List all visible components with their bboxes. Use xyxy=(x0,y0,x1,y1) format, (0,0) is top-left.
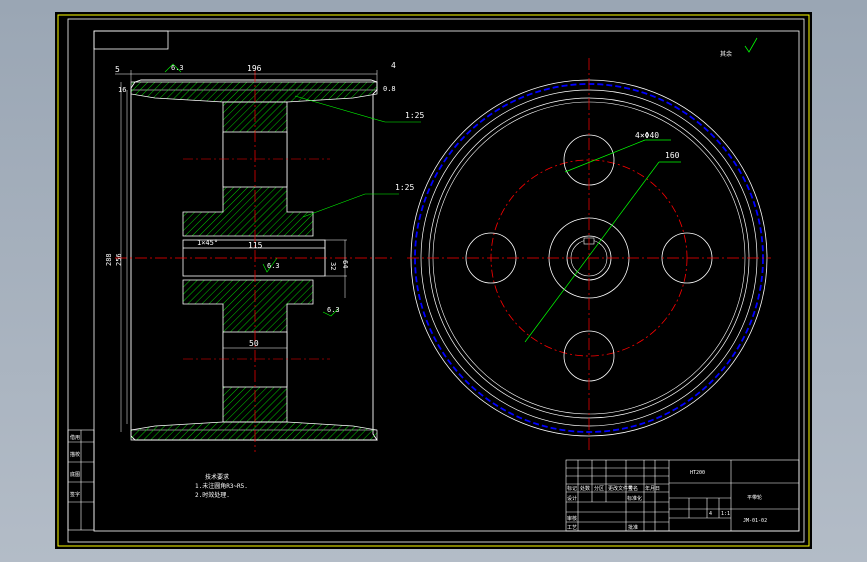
rough-left-label: 6.3 xyxy=(171,64,184,72)
tb-row-label-2: 审核 xyxy=(567,515,577,522)
dim-bore-large: 64 xyxy=(341,260,349,268)
tb-row-label-3: 工艺 xyxy=(567,525,577,531)
tb-left-label-4: 签名 xyxy=(628,485,638,492)
dim-width-total: 196 xyxy=(247,64,262,73)
dim-left-small: 16 xyxy=(118,86,126,94)
drawing-border xyxy=(67,18,805,543)
dim-shaft-len: 115 xyxy=(248,241,263,250)
front-view xyxy=(407,58,771,452)
outer-frame xyxy=(57,14,810,547)
tb-left-label-1: 处数 xyxy=(580,485,590,492)
dim-left-step: 5 xyxy=(115,65,120,74)
rough-right-label: 6.3 xyxy=(327,306,340,314)
title-block xyxy=(565,459,800,532)
taper-leaders xyxy=(164,63,421,317)
tb-drawing-no: JM-01-02 xyxy=(743,518,767,524)
section-view xyxy=(115,70,395,452)
tb-row-label-1: 标准化 xyxy=(627,495,642,502)
tb-row-label-4: 批准 xyxy=(628,524,638,531)
dim-holes: 4×Φ40 xyxy=(635,131,659,140)
side-label-3: 签字 xyxy=(70,491,80,498)
side-label-column xyxy=(67,429,95,531)
tb-left-label-2: 分区 xyxy=(594,485,604,492)
tech-req-item-2: 2.时效处理. xyxy=(195,491,230,499)
tb-scale: 1:1 xyxy=(721,511,730,517)
dim-hub-len: 50 xyxy=(249,339,259,348)
roughness-symbol-general: 其余 xyxy=(720,37,758,58)
dim-right-small: 4 xyxy=(391,61,396,70)
tb-row-label-0: 设计 xyxy=(567,495,577,502)
dim-right-chamfer: 0.8 xyxy=(383,85,396,93)
tb-left-label-3: 更改文件号 xyxy=(608,485,633,492)
side-label-1: 描校 xyxy=(70,451,80,458)
tb-qty: 4 xyxy=(709,511,712,517)
taper-lower-label: 1:25 xyxy=(395,183,414,192)
rough-mid-label: 6.3 xyxy=(267,262,280,270)
drawing-canvas: 借用 描校 底图 签字 其余 xyxy=(57,14,810,547)
dim-pcd: 160 xyxy=(665,151,680,160)
dim-keyway: 1×45° xyxy=(197,239,218,247)
dim-dia-outer: 288 xyxy=(105,253,113,266)
tb-part-name: 平带轮 xyxy=(747,494,762,501)
tech-req-title: 技术要求 xyxy=(205,473,229,481)
section-dimensions xyxy=(115,70,378,432)
tb-left-label-5: 年月日 xyxy=(645,485,660,492)
side-label-0: 借用 xyxy=(70,434,80,441)
dim-bore-small: 32 xyxy=(329,262,337,270)
taper-upper-label: 1:25 xyxy=(405,111,424,120)
side-label-2: 底图 xyxy=(70,471,80,478)
svg-text:其余: 其余 xyxy=(720,50,732,58)
tb-left-label-0: 标记 xyxy=(567,485,577,492)
cad-viewport[interactable]: 借用 描校 底图 签字 其余 xyxy=(55,12,812,549)
tb-material: HT200 xyxy=(690,470,705,476)
inner-border xyxy=(93,30,800,532)
tech-req-item-1: 1.未注圆角R3~R5. xyxy=(195,482,248,490)
dim-dia-inner: 256 xyxy=(115,253,123,266)
corner-box xyxy=(93,30,169,50)
